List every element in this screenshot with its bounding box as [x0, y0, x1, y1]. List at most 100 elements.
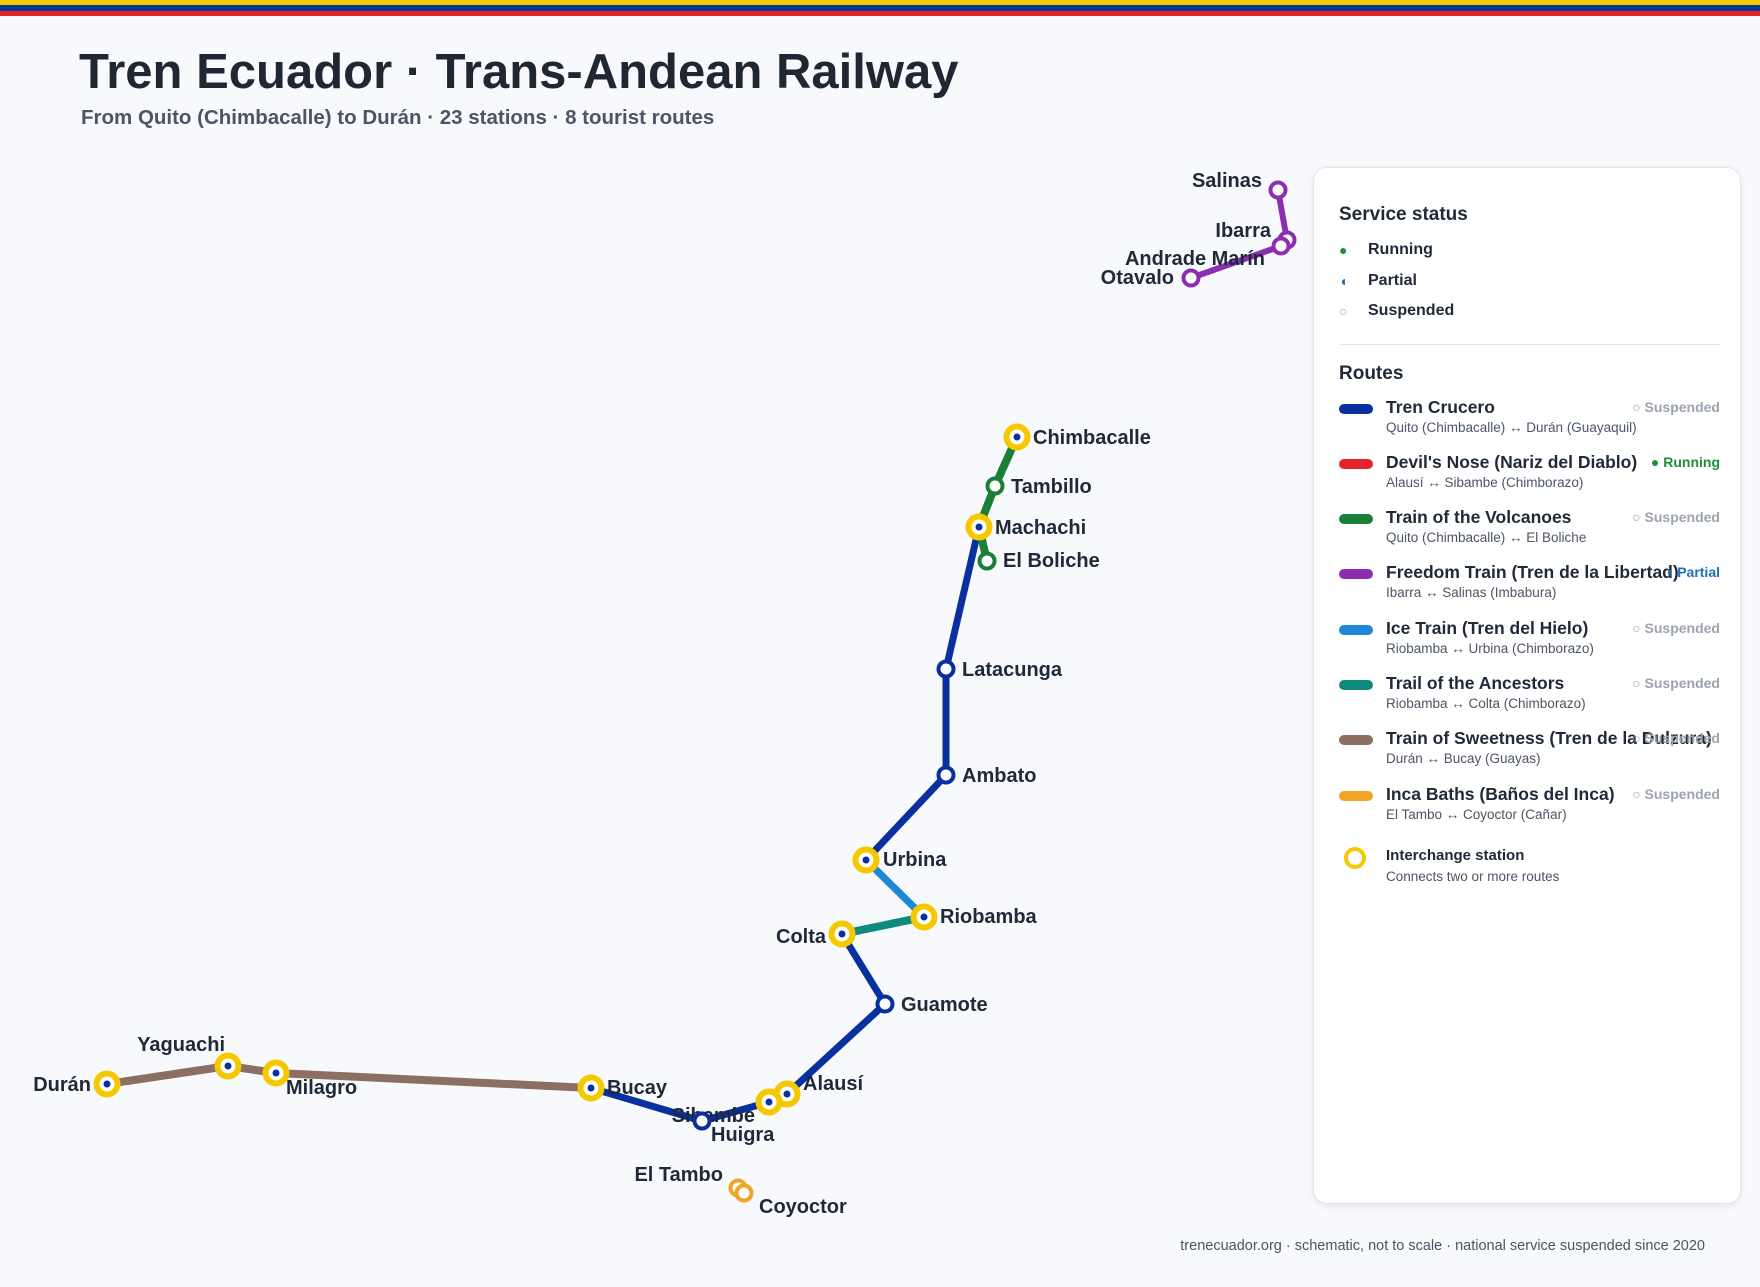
station-huigra[interactable]: Huigra [692, 1111, 776, 1147]
route-name: Inca Baths (Baños del Inca) [1386, 783, 1615, 804]
route-color-swatch [1339, 403, 1373, 414]
legend-panel: Service status ●Running◖Partial○Suspende… [1313, 167, 1741, 1204]
station-yaguachi[interactable]: Yaguachi [137, 1034, 242, 1080]
station-otavalo[interactable]: Otavalo [1101, 267, 1201, 289]
station-marker[interactable] [1271, 236, 1291, 256]
station-marker-dot [920, 913, 928, 921]
station-label: Colta [776, 926, 827, 948]
interchange-key: Interchange station Connects two or more… [1339, 845, 1720, 895]
station-label: Riobamba [940, 906, 1038, 928]
station-marker-dot [587, 1084, 595, 1092]
station-milagro[interactable]: Milagro [262, 1059, 358, 1100]
route-line-ice[interactable] [862, 856, 928, 921]
station-marker[interactable] [734, 1183, 754, 1203]
station-alaus-[interactable]: Alausí [773, 1073, 865, 1108]
route-status-badge: ○ Suspended [1632, 730, 1720, 747]
status-running-icon: ● [1339, 242, 1348, 259]
station-bucay[interactable]: Bucay [577, 1074, 668, 1102]
route-color-swatch [1339, 458, 1373, 469]
station-colta[interactable]: Colta [776, 920, 856, 949]
route-endpoints: Riobamba ↔ Colta (Chimborazo) [1386, 695, 1586, 711]
route-endpoints: Riobamba ↔ Urbina (Chimborazo) [1386, 640, 1594, 656]
station-ambato[interactable]: Ambato [936, 765, 1037, 787]
station-marker[interactable] [692, 1111, 712, 1131]
route-endpoints: El Tambo ↔ Coyoctor (Cañar) [1386, 806, 1567, 822]
station-label: Alausí [803, 1073, 864, 1095]
route-endpoints: Ibarra ↔ Salinas (Imbabura) [1386, 585, 1557, 601]
route-name: Freedom Train (Tren de la Libertad) [1386, 562, 1679, 583]
route-line-volcanoes[interactable] [975, 433, 1021, 565]
route-color-swatch [1339, 624, 1373, 635]
route-name: Tren Crucero [1386, 396, 1495, 417]
station-tambillo[interactable]: Tambillo [985, 476, 1092, 498]
route-color-swatch [1339, 679, 1373, 690]
station-marker-dot [838, 930, 846, 938]
station-marker[interactable] [875, 994, 895, 1014]
station-coyoctor[interactable]: Coyoctor [734, 1183, 848, 1219]
station-label: Milagro [286, 1077, 357, 1099]
route-color-swatch [1339, 514, 1373, 525]
interchange-ring-icon [1344, 846, 1366, 869]
status-suspended-icon: ○ [1339, 303, 1348, 320]
route-status-badge: ○ Suspended [1632, 398, 1720, 415]
route-name: Devil's Nose (Nariz del Diablo) [1386, 451, 1638, 472]
station-label: Bucay [607, 1077, 668, 1099]
station-machachi[interactable]: Machachi [965, 513, 1087, 541]
station-label: Coyoctor [759, 1196, 847, 1218]
station-marker[interactable] [936, 765, 956, 785]
station-marker[interactable] [977, 551, 997, 571]
station-salinas[interactable]: Salinas [1192, 170, 1288, 200]
station-label: Andrade Marín [1125, 248, 1265, 270]
route-item[interactable]: Devil's Nose (Nariz del Diablo)Alausí ↔ … [1339, 452, 1720, 507]
station-label: Salinas [1192, 170, 1262, 192]
interchange-title: Interchange station [1386, 846, 1525, 864]
station-marker-dot [862, 856, 870, 864]
flag-stripe-yellow [0, 0, 1760, 6]
route-item[interactable]: Freedom Train (Tren de la Libertad) Ibarr… [1339, 562, 1720, 617]
station-marker[interactable] [936, 659, 956, 679]
station-marker-dot [783, 1090, 791, 1098]
station-label: Chimbacalle [1033, 427, 1151, 449]
footer-note: trenecuador.org · schematic, not to scal… [1180, 1238, 1705, 1254]
route-line-sweetness[interactable] [103, 1062, 595, 1092]
status-label: Running [1368, 241, 1433, 259]
flag-stripe-blue [0, 5, 1760, 11]
station-urbina[interactable]: Urbina [852, 846, 948, 874]
route-name: Trail of the Ancestors [1386, 672, 1565, 693]
route-color-swatch [1339, 790, 1373, 801]
station-guamote[interactable]: Guamote [875, 994, 988, 1016]
station-label: Tambillo [1011, 476, 1092, 498]
station-sibambe[interactable]: Sibambe [672, 1088, 783, 1128]
station-marker[interactable] [1268, 180, 1288, 200]
station-label: Durán [33, 1074, 91, 1096]
station-el-boliche[interactable]: El Boliche [977, 550, 1100, 572]
route-line-ancestors[interactable] [838, 913, 928, 938]
station-label: Ibarra [1215, 220, 1271, 242]
station-marker[interactable] [1181, 268, 1201, 288]
station-marker-dot [224, 1062, 232, 1070]
route-line-crucero-main[interactable] [103, 433, 1021, 1125]
status-heading: Service status [1339, 204, 1468, 225]
route-item[interactable]: Inca Baths (Baños del Inca) El Tambo ↔ Co… [1339, 784, 1720, 839]
station-marker-dot [272, 1069, 280, 1077]
station-chimbacalle[interactable]: Chimbacalle [1003, 423, 1151, 451]
station-el-tambo[interactable]: El Tambo [634, 1164, 748, 1198]
station-label: Latacunga [962, 659, 1063, 681]
legend-divider [1339, 343, 1720, 345]
station-dur-n[interactable]: Durán [33, 1070, 121, 1098]
station-andrade-mar-n[interactable]: Andrade Marín [1125, 236, 1291, 271]
station-marker-dot [765, 1098, 773, 1106]
station-marker-dot [1013, 433, 1021, 441]
route-item[interactable]: Train of Sweetness (Tren de la Dulzura)D… [1339, 728, 1720, 783]
route-item[interactable]: Ice Train (Tren del Hielo) Riobamba ↔ Urb… [1339, 618, 1720, 673]
station-latacunga[interactable]: Latacunga [936, 659, 1063, 681]
status-list: ●Running◖Partial○Suspended [1339, 235, 1720, 327]
station-riobamba[interactable]: Riobamba [910, 903, 1038, 931]
route-name: Ice Train (Tren del Hielo) [1386, 617, 1589, 638]
station-marker[interactable] [985, 476, 1005, 496]
route-endpoints: Quito (Chimbacalle) ↔ Durán (Guayaquil) [1386, 419, 1637, 435]
